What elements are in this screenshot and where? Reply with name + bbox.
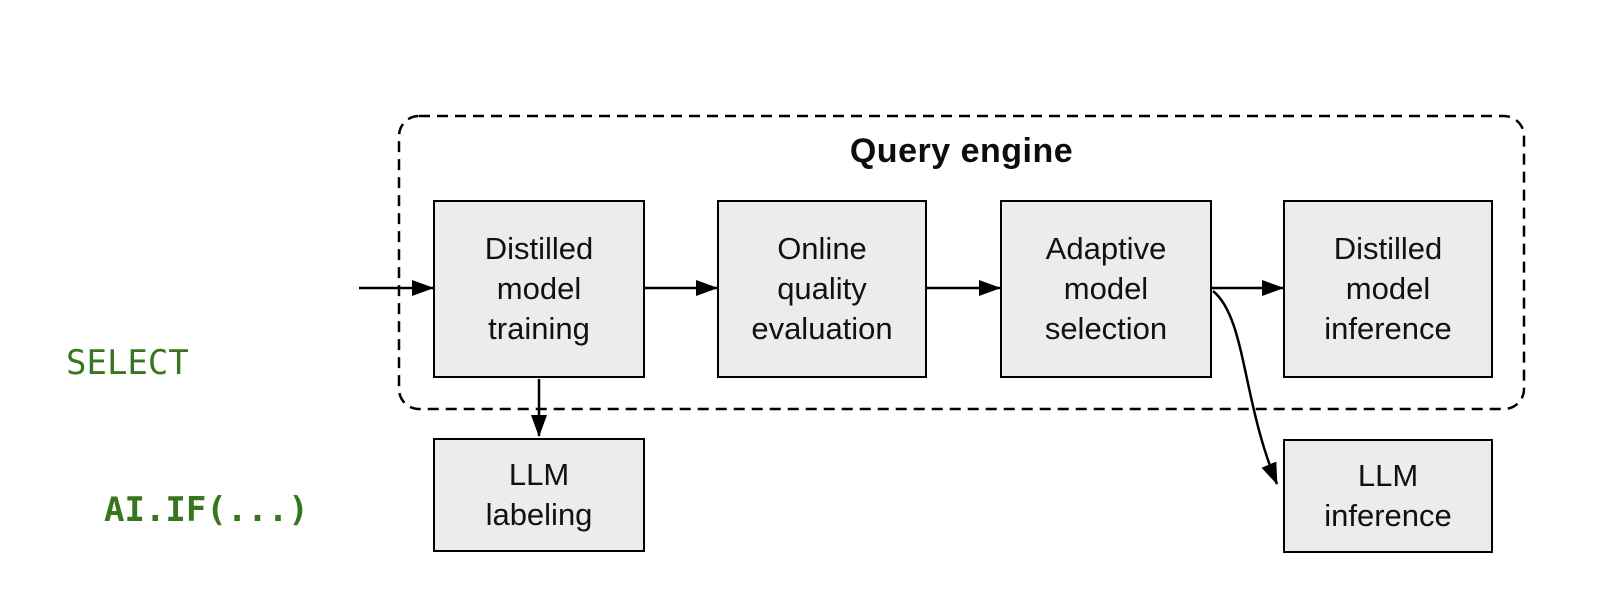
node-label: LLM labeling [485, 457, 593, 532]
query-engine-dashed-border [397, 114, 1526, 411]
query-engine-title: Query engine [849, 132, 1074, 170]
node-llm-labeling: LLM labeling [433, 438, 645, 552]
node-label: LLM inference [1324, 458, 1452, 533]
node-label: Distilled model training [484, 231, 594, 346]
sql-query-snippet: SELECT AI.IF(...) [66, 241, 309, 612]
node-label: Distilled model inference [1324, 231, 1452, 346]
node-distilled-model-inference: Distilled model inference [1283, 200, 1493, 378]
node-label: Online quality evaluation [751, 231, 893, 346]
sql-select-keyword: SELECT [66, 343, 189, 383]
node-llm-inference: LLM inference [1283, 439, 1493, 553]
node-adaptive-model-selection: Adaptive model selection [1000, 200, 1212, 378]
node-distilled-model-training: Distilled model training [433, 200, 645, 378]
sql-ai-if-function: AI.IF(...) [104, 490, 309, 530]
node-online-quality-evaluation: Online quality evaluation [717, 200, 927, 378]
node-label: Adaptive model selection [1044, 231, 1168, 346]
arrow-selection-to-llm-inference [1212, 290, 1279, 485]
